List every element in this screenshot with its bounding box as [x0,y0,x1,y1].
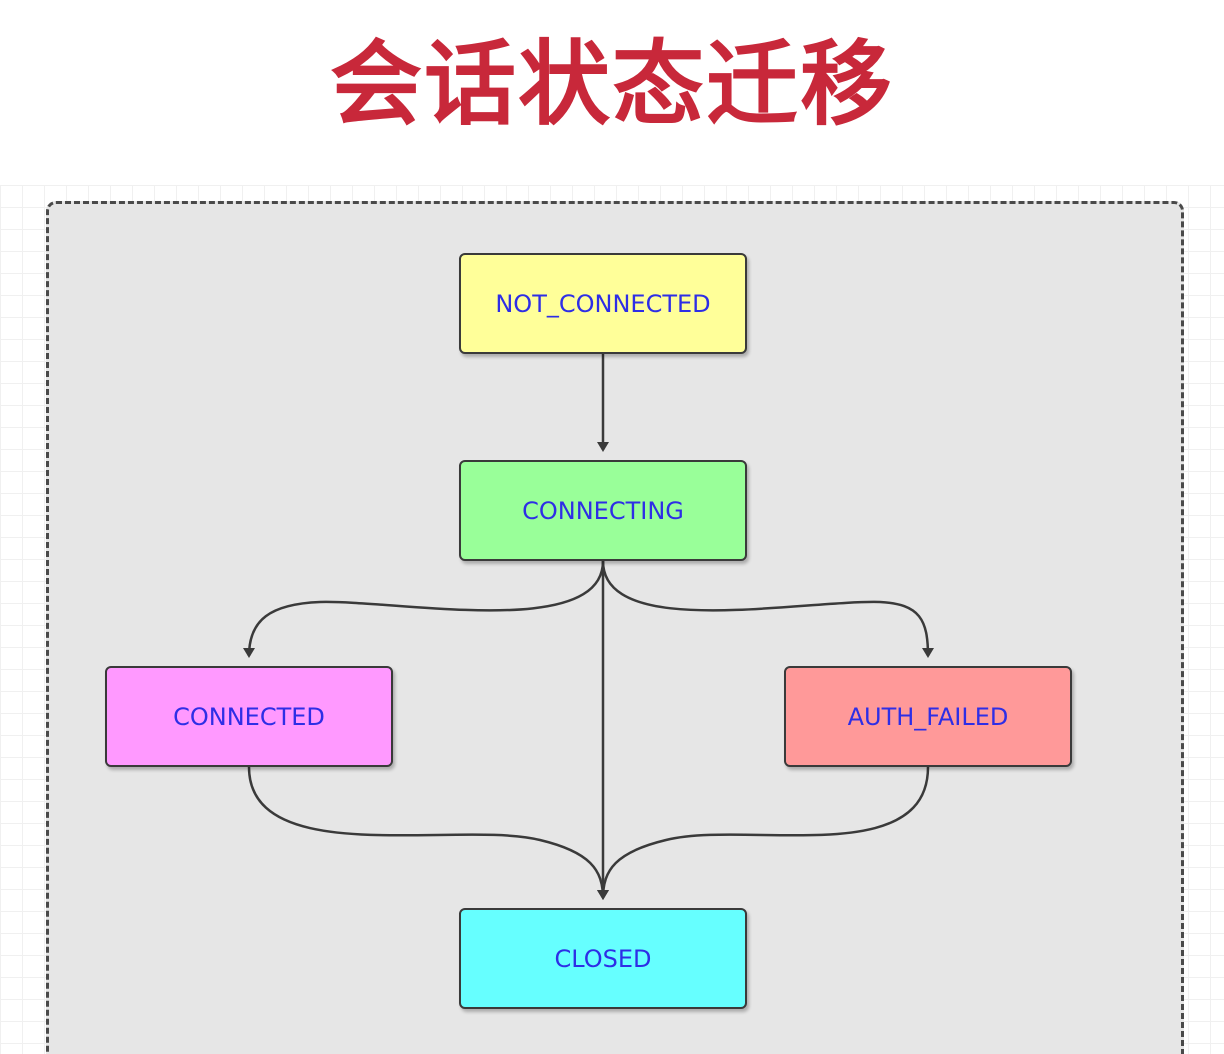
edge-connected-to-closed [247,766,609,900]
edge-connecting-to-connected [243,560,605,658]
edge-connecting-to-auth-failed [601,560,934,658]
state-not-connected: NOT_CONNECTED [459,253,747,354]
state-auth-failed: AUTH_FAILED [784,666,1072,767]
state-connecting: CONNECTING [459,460,747,561]
diagram-title: 会话状态迁移 [329,31,894,138]
state-connected: CONNECTED [105,666,393,767]
state-closed: CLOSED [459,908,747,1009]
edge-auth-failed-to-closed [597,766,930,900]
